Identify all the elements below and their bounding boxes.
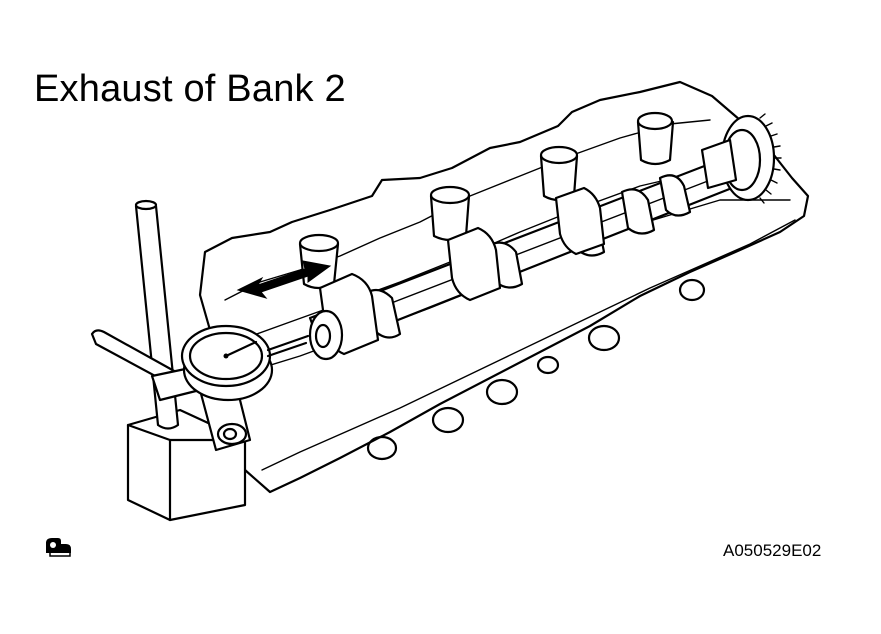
- diagram-title: Exhaust of Bank 2: [34, 68, 346, 110]
- port-holes: [366, 278, 706, 461]
- service-tool-icon: [46, 538, 71, 557]
- cam-gear: [700, 113, 782, 204]
- double-arrow-icon: [236, 260, 332, 299]
- camshaft: [308, 158, 734, 361]
- figure-code: A050529E02: [723, 541, 822, 560]
- dial-gauge: [180, 324, 310, 452]
